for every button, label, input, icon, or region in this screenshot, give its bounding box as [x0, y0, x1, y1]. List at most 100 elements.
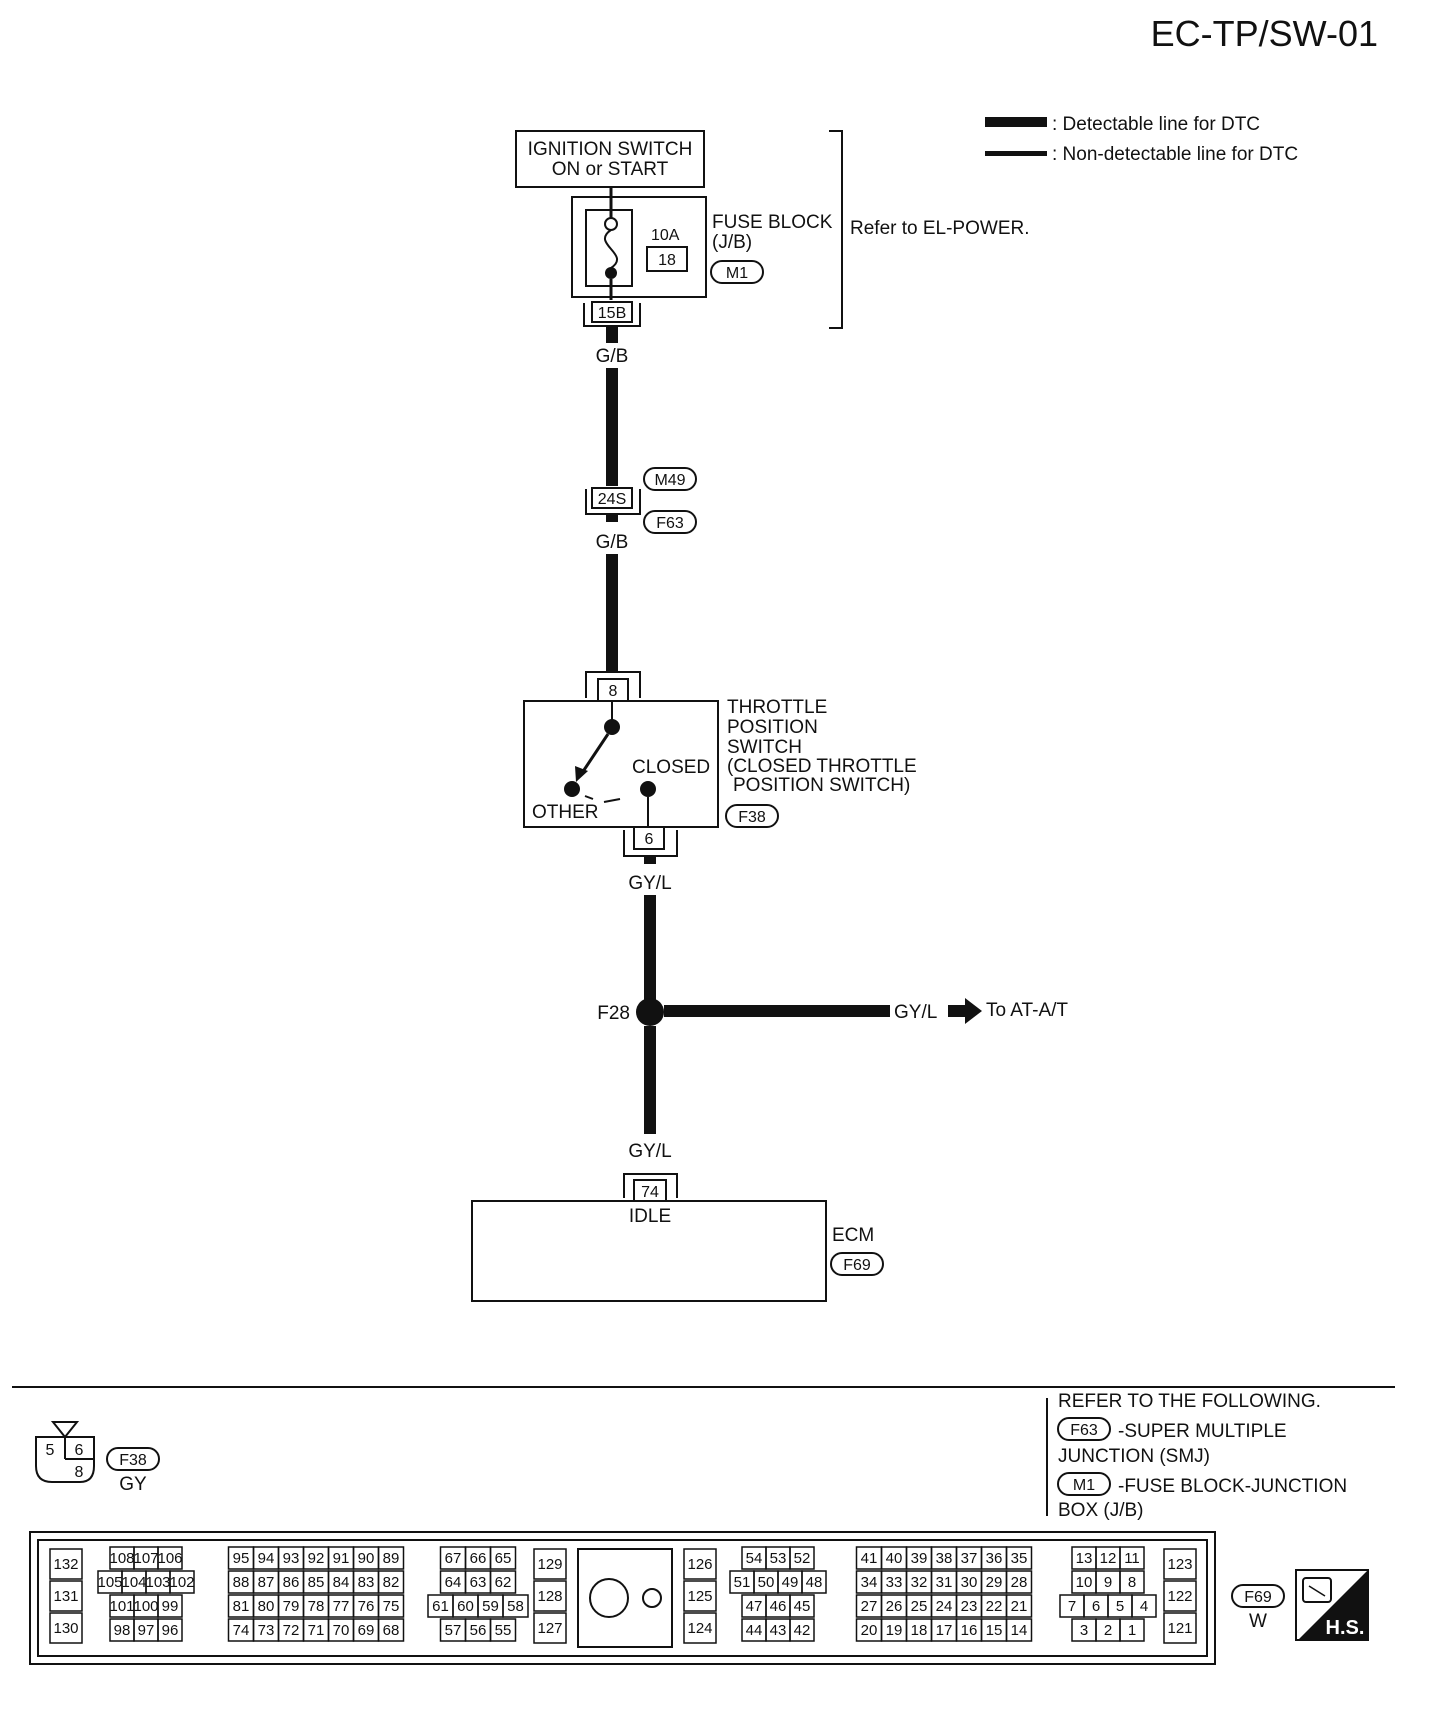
connector-pin-number: 35	[1011, 1550, 1028, 1567]
connector-pin-number: 29	[986, 1574, 1003, 1591]
refer-item: -SUPER MULTIPLE	[1118, 1421, 1287, 1442]
connector-pin-number: 125	[687, 1588, 712, 1605]
tps-name: THROTTLE	[727, 697, 827, 718]
junction-connector-top: M49	[654, 472, 685, 489]
connector-pin-number: 15	[986, 1622, 1003, 1639]
connector-pin-number: 55	[495, 1622, 512, 1639]
connector-pin-number: 27	[861, 1598, 878, 1615]
connector-pin-number: 8	[1128, 1574, 1136, 1591]
connector-pin-number: 38	[936, 1550, 953, 1567]
connector-pin-number: 69	[358, 1622, 375, 1639]
connector-pin-cell	[1005, 1570, 1033, 1594]
lock-tab-icon	[50, 1421, 80, 1439]
tps-terminal-bottom: 6	[645, 831, 654, 848]
connector-pin-number: 132	[53, 1556, 78, 1573]
refer-box: REFER TO THE FOLLOWING. F63 -SUPER MULTI…	[1046, 1391, 1347, 1521]
connector-pin-number: 30	[961, 1574, 978, 1591]
connector-pin-number: 45	[794, 1598, 811, 1615]
connector-pin-number: 106	[157, 1550, 182, 1567]
connector-pin-number: 10	[1076, 1574, 1093, 1591]
connector-pin-number: 41	[861, 1550, 878, 1567]
connector-pin-number: 61	[432, 1598, 449, 1615]
connector-pin-cell	[1005, 1594, 1033, 1618]
connector-pin-number: 71	[308, 1622, 325, 1639]
legend-detectable: : Detectable line for DTC	[1052, 114, 1260, 135]
connector-pin-number: 94	[258, 1550, 275, 1567]
connector-pin-cell	[1119, 1570, 1145, 1594]
tps-name: SWITCH	[727, 737, 802, 758]
ecm-connector-id: F69	[843, 1257, 871, 1274]
closed-position-label: CLOSED	[632, 757, 710, 778]
connector-pin-number: 123	[1167, 1556, 1192, 1573]
connector-pin-number: 14	[1011, 1622, 1028, 1639]
junction-terminal: 24S	[598, 491, 626, 508]
connector-pin-cell	[1119, 1546, 1145, 1570]
connector-pin-number: 88	[233, 1574, 250, 1591]
connector-pin-number: 51	[734, 1574, 751, 1591]
connector-pin-cell	[1163, 1612, 1197, 1644]
connector-pin-number: 23	[961, 1598, 978, 1615]
connector-pin-cell	[789, 1546, 815, 1570]
ecm: 74 IDLE ECM F69	[471, 1173, 884, 1302]
connector-pin-number: 4	[1140, 1598, 1148, 1615]
connector-pin-cell	[1005, 1618, 1033, 1642]
connector-pin-number: 63	[470, 1574, 487, 1591]
connector-pin-number: 99	[162, 1598, 179, 1615]
connector-pin-number: 68	[383, 1622, 400, 1639]
connector-pin-number: 85	[308, 1574, 325, 1591]
connector-pin-cell	[533, 1548, 567, 1580]
connector-pin-number: 81	[233, 1598, 250, 1615]
connector-pin-number: 56	[470, 1622, 487, 1639]
connector-pin-number: 67	[445, 1550, 462, 1567]
fuse-block-sub: (J/B)	[712, 232, 752, 253]
connector-pin-number: 3	[1080, 1622, 1088, 1639]
connector-pin-number: 40	[886, 1550, 903, 1567]
hs-badge-label: H.S.	[1326, 1617, 1365, 1639]
connector-pin-number: 28	[1011, 1574, 1028, 1591]
connector-pin-number: 130	[53, 1620, 78, 1637]
connector-pin-cell	[377, 1570, 405, 1594]
connector-pin-number: 95	[233, 1550, 250, 1567]
refer-connector-id: M1	[1073, 1477, 1095, 1494]
connector-pin-number: 2	[1104, 1622, 1112, 1639]
connector-pin-number: 80	[258, 1598, 275, 1615]
connector-pin-number: 54	[746, 1550, 763, 1567]
connector-pin-cell	[377, 1618, 405, 1642]
refer-item: JUNCTION (SMJ)	[1058, 1446, 1210, 1467]
detectable-line-swatch	[985, 117, 1047, 127]
connector-pin-number: 77	[333, 1598, 350, 1615]
ignition-switch-state: ON or START	[552, 159, 669, 180]
connector-pin-cell	[49, 1580, 83, 1612]
tps-name: POSITION	[727, 717, 818, 738]
tps-terminal-top: 8	[609, 683, 618, 700]
connector-pin-number: 9	[1104, 1574, 1112, 1591]
connector-pin-number: 93	[283, 1550, 300, 1567]
connector-pin-cell	[502, 1594, 529, 1618]
wire-color-label: GY/L	[628, 873, 671, 894]
connector-pin-cell	[683, 1612, 717, 1644]
connector-pin-number: 24	[936, 1598, 953, 1615]
connector-pin-number: 129	[537, 1556, 562, 1573]
super-multiple-junction: 24S M49 F63	[585, 467, 697, 534]
connector-pin-cell	[157, 1594, 183, 1618]
connector-pin-number: 66	[470, 1550, 487, 1567]
connector-pin-number: 26	[886, 1598, 903, 1615]
connector-pin-cell	[157, 1546, 183, 1570]
connector-pin-number: 102	[169, 1574, 194, 1591]
harness-side-icon	[1302, 1577, 1332, 1603]
connector-boss	[577, 1548, 673, 1648]
connector-pin-number: 64	[445, 1574, 462, 1591]
connector-pin-number: 25	[911, 1598, 928, 1615]
connector-pin-number: 42	[794, 1622, 811, 1639]
splice-point	[636, 998, 664, 1026]
connector-pin-number: 70	[333, 1622, 350, 1639]
fuse-connector-id: M1	[726, 265, 748, 282]
other-position-label: OTHER	[532, 802, 599, 823]
connector-pin-number: 92	[308, 1550, 325, 1567]
connector-pin-number: 86	[283, 1574, 300, 1591]
connector-pin-number: 104	[121, 1574, 146, 1591]
connector-pin-number: 89	[383, 1550, 400, 1567]
connector-pin-cell	[1119, 1618, 1145, 1642]
connector-pin-number: 57	[445, 1622, 462, 1639]
